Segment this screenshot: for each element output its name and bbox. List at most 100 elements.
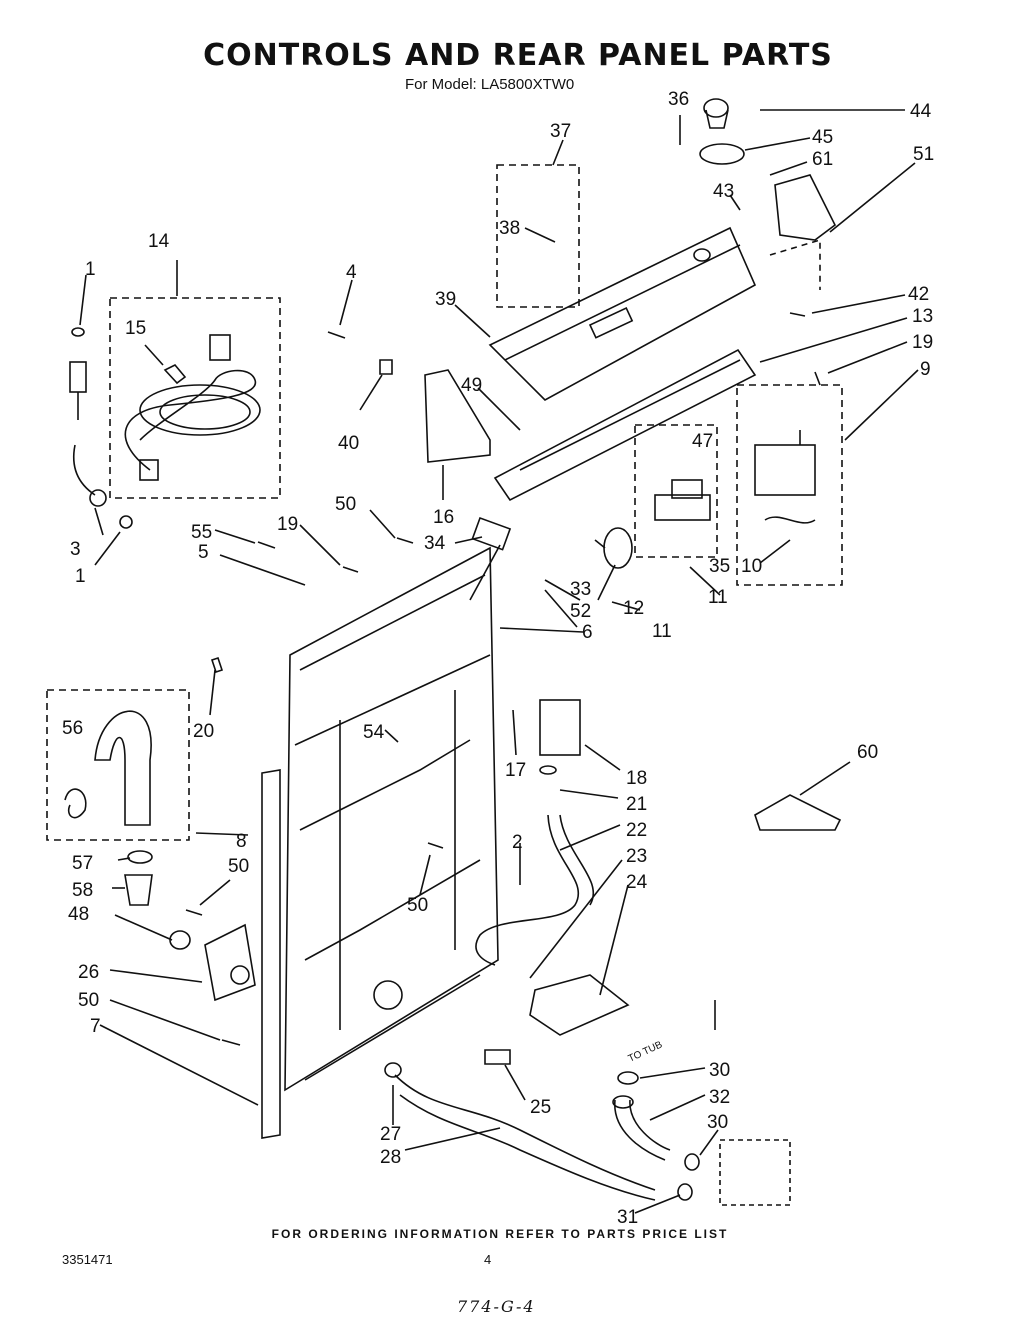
timer	[754, 444, 816, 496]
callout-c37: 37	[550, 121, 571, 142]
screw-4	[327, 331, 346, 339]
callout-c34: 34	[424, 533, 446, 554]
fill-hose-22	[475, 814, 580, 966]
screw-50-left	[185, 909, 203, 916]
callout-c28: 28	[380, 1147, 401, 1168]
clamp-30-bottom	[684, 1153, 700, 1171]
screw-20	[210, 656, 224, 674]
side-trim-7	[261, 769, 281, 1139]
callout-c48: 48	[68, 904, 89, 925]
callout-c55: 55	[191, 522, 212, 543]
callout-c12: 12	[623, 598, 644, 619]
cord-strain-relief	[139, 459, 159, 481]
bushing-34	[471, 516, 512, 551]
cord-clip-15	[163, 364, 187, 385]
group-box-37	[496, 164, 580, 308]
group-box-9	[736, 384, 843, 586]
callout-c58: 58	[72, 880, 93, 901]
callout-c21: 21	[626, 794, 647, 815]
end-cap	[424, 369, 491, 463]
callout-c27: 27	[380, 1124, 401, 1145]
inlet-fitting	[69, 361, 87, 393]
group-box-35	[634, 424, 718, 558]
callout-c26: 26	[78, 962, 99, 983]
drain-hose	[94, 710, 152, 826]
model-subtitle: For Model: LA5800XTW0	[405, 76, 575, 93]
screw-19-right	[814, 371, 821, 386]
callout-c56: 56	[62, 718, 83, 739]
callout-c20: 20	[193, 721, 214, 742]
screw-50-center	[427, 842, 444, 849]
callout-c50c: 50	[78, 990, 99, 1011]
callout-c30b: 30	[707, 1112, 728, 1133]
callout-c33: 33	[570, 579, 591, 600]
drain-hose-28	[394, 1074, 656, 1191]
screw-42	[789, 312, 806, 317]
page-number: 4	[484, 1252, 492, 1267]
callout-c9: 9	[920, 359, 931, 380]
console-panel	[488, 226, 757, 401]
cord-coil	[139, 384, 261, 436]
pump-housing	[719, 1139, 791, 1206]
callout-c51: 51	[913, 144, 934, 165]
callout-c1b: 1	[75, 566, 86, 587]
callout-c39: 39	[435, 289, 456, 310]
callout-c50b: 50	[228, 856, 249, 877]
lid-latch-60	[754, 794, 842, 831]
grommet-25	[484, 1049, 511, 1065]
callout-c19a: 19	[277, 514, 298, 535]
rotary-switch	[654, 494, 711, 521]
callout-c52: 52	[570, 601, 591, 622]
callout-c31: 31	[617, 1207, 638, 1228]
callout-c61: 61	[812, 149, 833, 170]
screw-19-left	[342, 566, 359, 573]
callout-c50d: 50	[407, 895, 428, 916]
callout-c42: 42	[908, 284, 929, 305]
callout-c38: 38	[499, 218, 520, 239]
callout-c24: 24	[626, 872, 648, 893]
console-window	[588, 307, 634, 339]
callout-c44: 44	[910, 101, 932, 122]
knob-skirt	[699, 143, 745, 165]
callout-c11a: 11	[708, 587, 728, 608]
control-bracket	[493, 348, 757, 502]
callout-c2: 2	[512, 832, 523, 853]
callout-c4: 4	[346, 262, 357, 283]
group-box-14	[109, 297, 281, 499]
document-number: 3351471	[62, 1252, 113, 1267]
callout-c25: 25	[530, 1097, 551, 1118]
clamp-30-top	[617, 1071, 639, 1085]
clamp-27	[384, 1062, 402, 1078]
callout-c54: 54	[363, 722, 385, 743]
pressure-switch	[603, 527, 633, 569]
inlet-hose-3	[73, 444, 96, 496]
pump-bracket-24	[529, 974, 630, 1036]
tub-hose-32	[614, 1099, 666, 1161]
callout-c43: 43	[713, 181, 734, 202]
callout-c45: 45	[812, 127, 833, 148]
to-tub-label: TO TUB	[627, 1039, 665, 1064]
power-plug	[209, 334, 231, 361]
panel-plug	[373, 980, 403, 1010]
callout-c6: 6	[582, 622, 593, 643]
page-title: CONTROLS AND REAR PANEL PARTS	[203, 38, 833, 73]
callout-c30a: 30	[709, 1060, 730, 1081]
hose-bracket-26	[204, 923, 256, 1002]
push-switch-51	[774, 174, 837, 241]
callout-c23: 23	[626, 846, 647, 867]
rear-panel	[284, 546, 499, 1092]
panel-rib	[299, 739, 471, 831]
callout-c14: 14	[148, 231, 170, 252]
callout-c57: 57	[72, 853, 93, 874]
callout-c32: 32	[709, 1087, 730, 1108]
callout-c22: 22	[626, 820, 647, 841]
clip-40	[379, 359, 393, 375]
drain-coupling-58	[124, 874, 153, 906]
clamp-57	[127, 850, 153, 864]
callout-c50a: 50	[335, 494, 356, 515]
callout-c7: 7	[90, 1016, 101, 1037]
callout-c15: 15	[125, 318, 146, 339]
screw-55	[257, 541, 276, 549]
clamp-48	[169, 930, 191, 950]
